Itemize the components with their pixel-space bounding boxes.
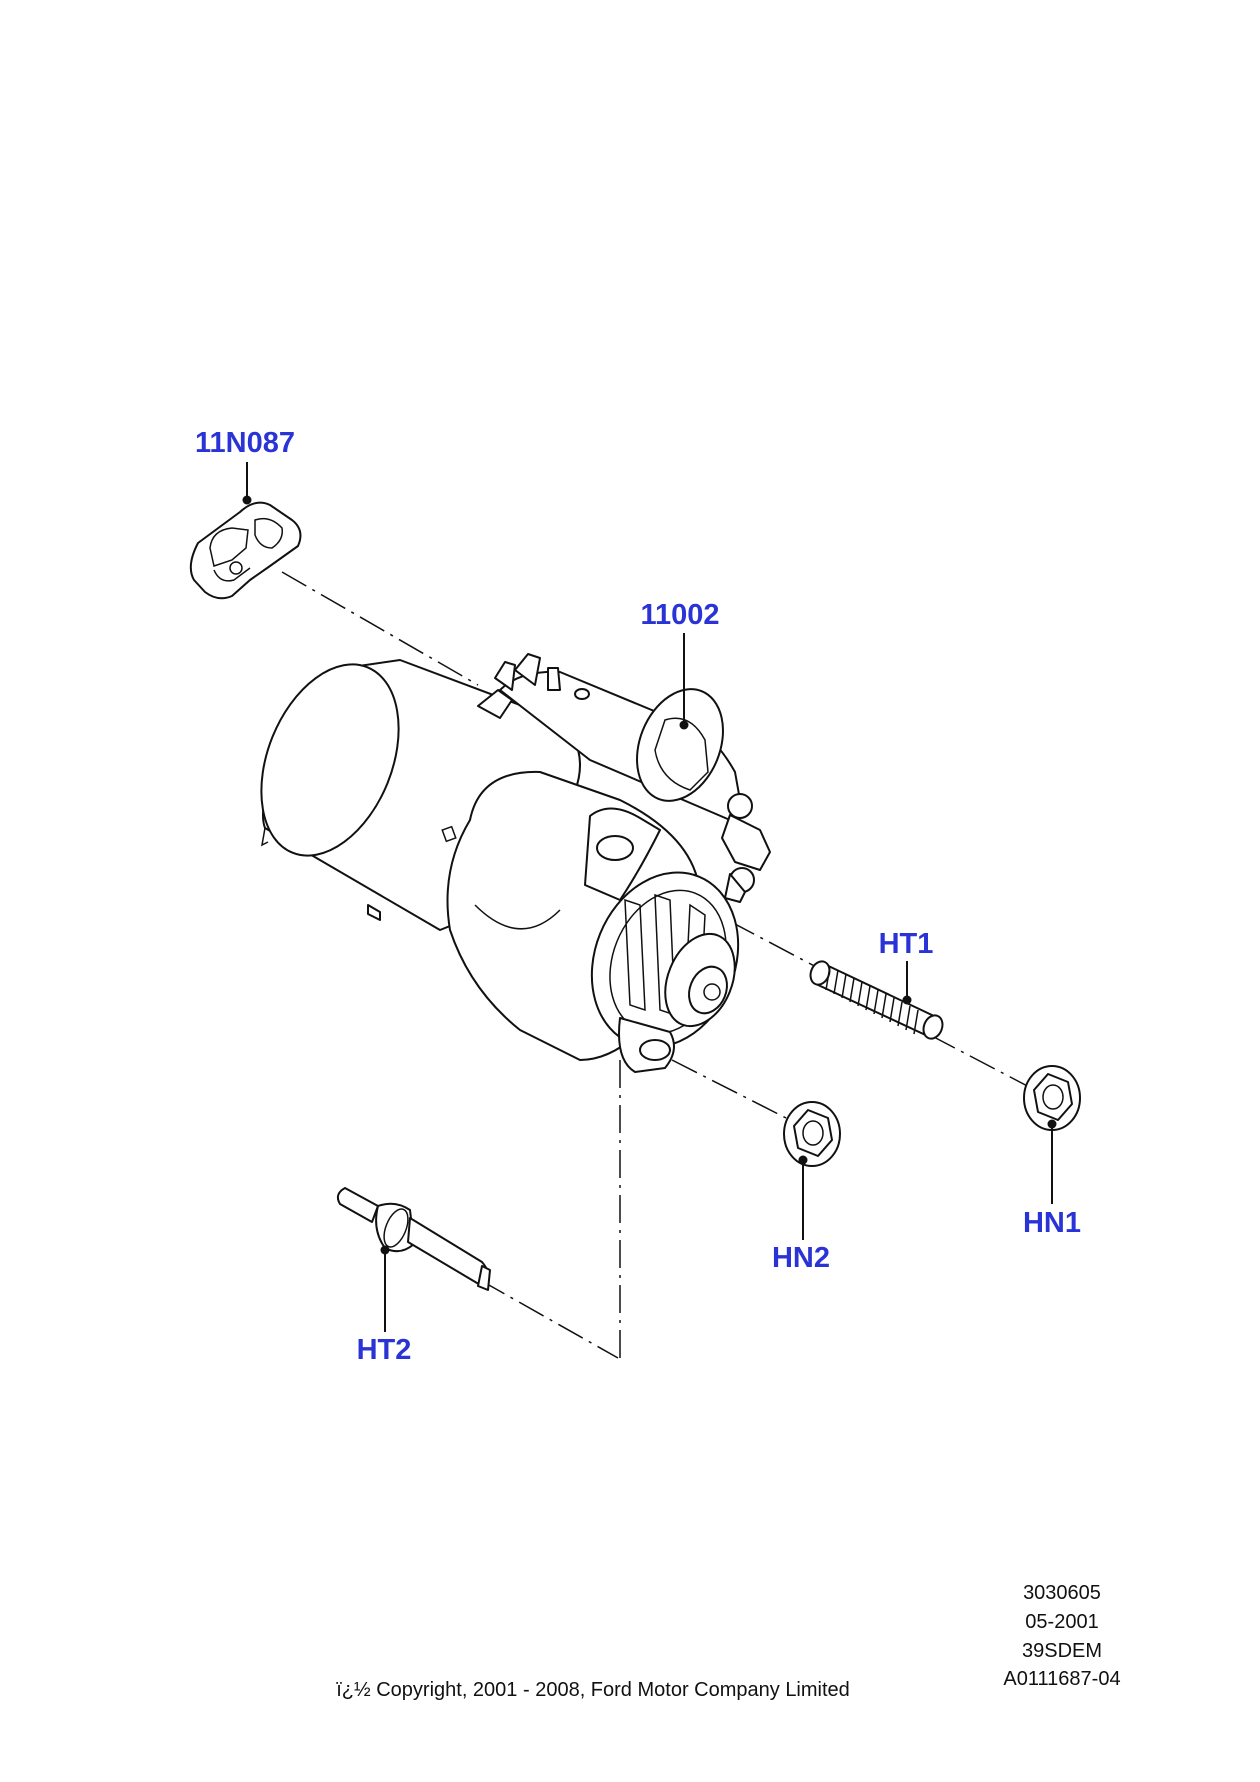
illustration-id: A0111687-04 <box>1003 1668 1121 1690</box>
bolt-part-HT2 <box>336 1187 491 1291</box>
stud-part-HT1 <box>809 960 944 1040</box>
copyright-notice: ï¿½ Copyright, 2001 - 2008, Ford Motor C… <box>336 1679 850 1701</box>
starter-motor-part-11002 <box>260 653 771 1073</box>
nut-part-HN2 <box>783 1101 841 1167</box>
model-code: 39SDEM <box>1021 1640 1103 1662</box>
clip-part-11N087 <box>189 501 302 600</box>
callout-11002[interactable]: 11002 <box>640 599 720 631</box>
assembly-axis-lines <box>281 571 1036 1359</box>
nut-part-HN1 <box>1023 1065 1081 1131</box>
callout-HN2[interactable]: HN2 <box>771 1242 831 1274</box>
callout-11N087[interactable]: 11N087 <box>195 427 295 459</box>
callout-HT1[interactable]: HT1 <box>878 928 934 960</box>
callout-HN1[interactable]: HN1 <box>1022 1207 1082 1239</box>
callout-HT2[interactable]: HT2 <box>356 1334 412 1366</box>
callout-leaders <box>242 462 1057 1332</box>
diagram-date: 05-2001 <box>1025 1611 1099 1633</box>
reference-number: 3030605 <box>1023 1582 1101 1604</box>
